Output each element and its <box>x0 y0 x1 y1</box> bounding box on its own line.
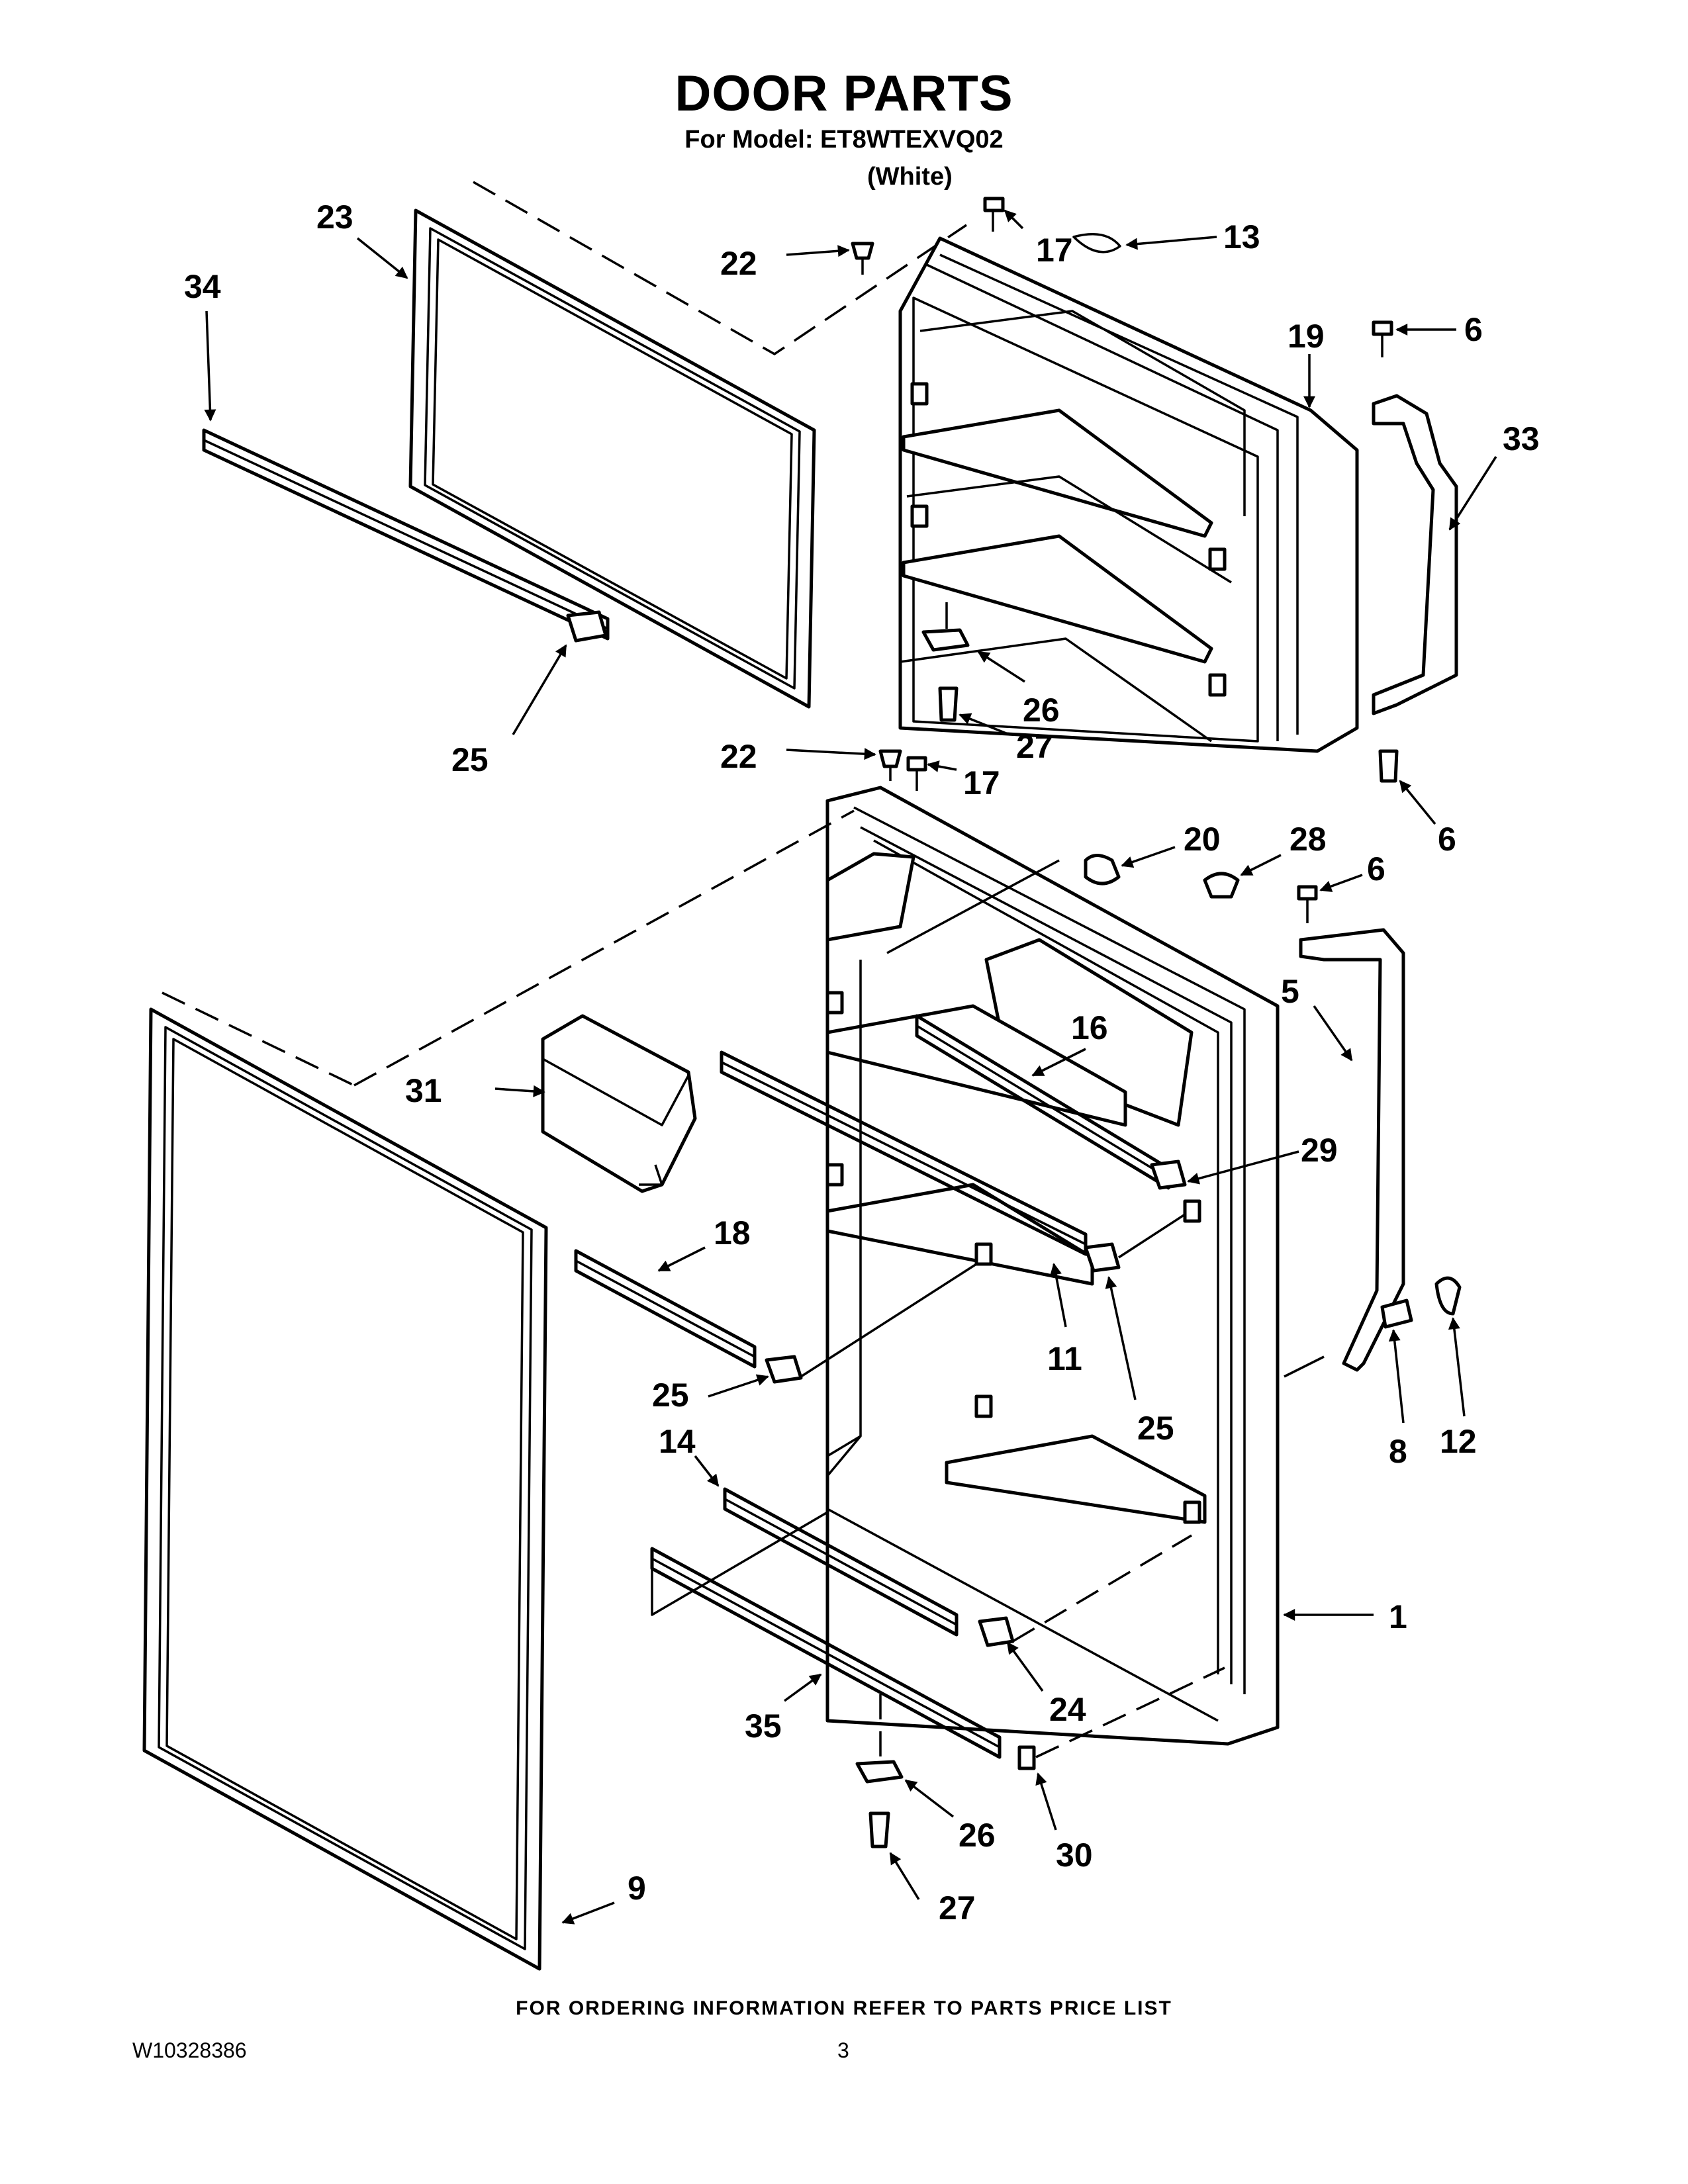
callout-16: 16 <box>1071 1009 1108 1046</box>
bottom-shelf-trim <box>650 1547 1002 1759</box>
callout-6: 6 <box>1464 311 1483 348</box>
callout-20: 20 <box>1184 821 1221 858</box>
callout-33: 33 <box>1503 420 1540 457</box>
hole-plug <box>1203 872 1240 899</box>
callout-25: 25 <box>652 1377 689 1414</box>
plug-button <box>851 242 874 275</box>
guide-line <box>651 1511 828 1616</box>
callout-6: 6 <box>1438 821 1456 858</box>
callout-17: 17 <box>1036 232 1073 269</box>
freezer-door-gasket <box>408 208 816 709</box>
callout-24: 24 <box>1049 1691 1086 1728</box>
guide-line <box>1284 1355 1325 1378</box>
end-cap <box>1084 1242 1121 1273</box>
callout-14: 14 <box>659 1423 696 1460</box>
end-cap <box>978 1616 1015 1647</box>
ordering-note: FOR ORDERING INFORMATION REFER TO PARTS … <box>516 1997 1172 2019</box>
hinge-screw <box>1378 749 1399 783</box>
callout-11: 11 <box>1047 1340 1082 1377</box>
hinge-screw <box>868 1811 890 1848</box>
hinge-screw <box>1297 885 1318 901</box>
callout-25: 25 <box>451 741 489 778</box>
freezer-handle <box>1372 394 1458 715</box>
callout-12: 12 <box>1440 1423 1477 1460</box>
callout-22: 22 <box>720 738 757 775</box>
callout-35: 35 <box>745 1707 782 1745</box>
callout-26: 26 <box>959 1817 996 1854</box>
screw <box>906 756 927 772</box>
door-hinge-bracket <box>855 1760 904 1784</box>
callout-leaders <box>204 209 1497 1925</box>
color-note: (White) <box>867 163 953 191</box>
callout-22: 22 <box>720 245 757 282</box>
page-number: 3 <box>837 2038 849 2062</box>
guide-line <box>353 809 855 1087</box>
end-cap <box>1150 1160 1187 1190</box>
door-shelf-trim-small <box>574 1249 757 1369</box>
page-title: DOOR PARTS <box>675 66 1013 122</box>
plug-button <box>878 749 902 768</box>
callout-25: 25 <box>1137 1410 1174 1447</box>
callout-27: 27 <box>939 1889 976 1927</box>
door-shelf-trim-lower <box>723 1487 959 1637</box>
door-shelf-trim <box>720 1050 1088 1256</box>
callout-31: 31 <box>405 1072 442 1109</box>
callout-23: 23 <box>316 199 353 236</box>
callout-13: 13 <box>1223 218 1260 255</box>
callout-19: 19 <box>1288 318 1325 355</box>
end-cap <box>566 610 608 643</box>
callout-labels: 23 34 22 17 13 19 6 33 25 26 27 6 22 17 … <box>184 199 1540 1927</box>
document-id: W10328386 <box>132 2038 247 2062</box>
shelf-trim-cap <box>1017 1745 1036 1770</box>
freezer-shelf-trim <box>202 428 610 641</box>
refrigerator-handle <box>1299 928 1405 1372</box>
callout-34: 34 <box>184 268 221 305</box>
guide-line <box>162 991 355 1087</box>
clip <box>1084 854 1121 886</box>
refrigerator-door-gasket <box>142 1007 548 1971</box>
callout-29: 29 <box>1301 1132 1338 1169</box>
callout-18: 18 <box>714 1214 751 1251</box>
callout-17: 17 <box>963 764 1000 801</box>
model-line: For Model: ET8WTEXVQ02 <box>684 126 1004 154</box>
handle-cap <box>1434 1276 1462 1316</box>
guide-line <box>1012 1534 1192 1643</box>
callout-26: 26 <box>1023 692 1060 729</box>
callout-6: 6 <box>1367 850 1385 887</box>
end-cap <box>765 1355 803 1384</box>
callout-8: 8 <box>1389 1433 1407 1470</box>
clip-ring <box>1072 233 1121 253</box>
hinge-screw <box>1372 320 1393 357</box>
dairy-compartment-door <box>541 1014 697 1193</box>
screw <box>983 197 1005 232</box>
guide-line <box>473 181 967 356</box>
callout-27: 27 <box>1016 728 1053 765</box>
callout-28: 28 <box>1289 821 1327 858</box>
handle-screw <box>1380 1298 1413 1329</box>
door-hinge-bracket <box>921 628 970 652</box>
callout-9: 9 <box>628 1870 646 1907</box>
callout-30: 30 <box>1056 1837 1093 1874</box>
freezer-door <box>898 236 1359 753</box>
hinge-screw <box>938 686 959 722</box>
callout-5: 5 <box>1281 973 1299 1010</box>
callout-1: 1 <box>1389 1598 1407 1635</box>
guide-line <box>800 1263 977 1378</box>
guide-line <box>1118 1213 1186 1259</box>
